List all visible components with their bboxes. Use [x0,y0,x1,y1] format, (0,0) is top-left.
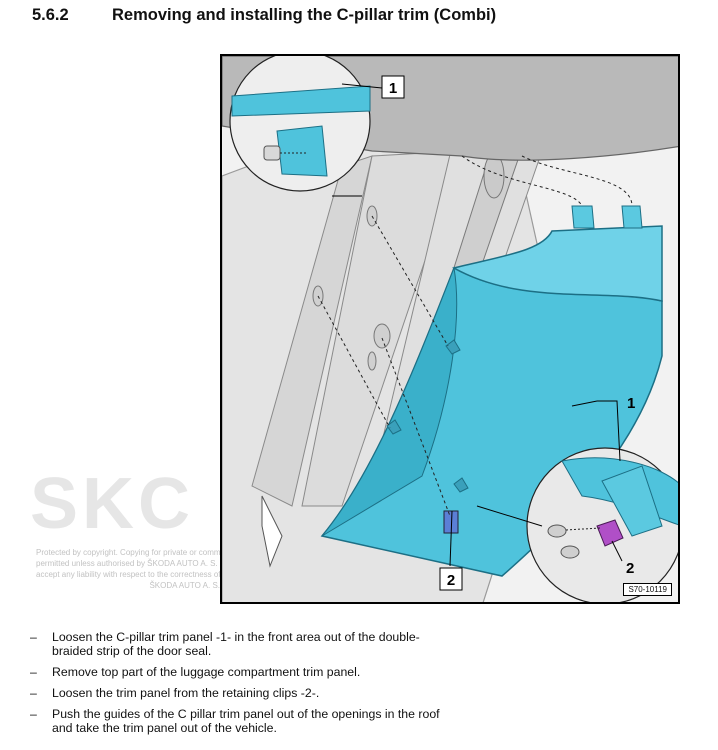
instruction-step: Loosen the C-pillar trim panel -1- in th… [30,630,450,658]
svg-text:SKC: SKC [30,468,194,538]
callout-1-right: 1 [627,395,635,412]
section-number: 5.6.2 [32,6,69,24]
svg-text:2: 2 [626,560,634,577]
copyright-line: ŠKODA AUTO A. S. [149,581,220,590]
copyright-line: accept any liability with respect to the… [36,570,220,579]
callout-1-top: 1 [381,75,405,99]
callout-2-bottom: 2 [439,567,463,591]
svg-text:1: 1 [627,395,635,412]
figure-code: S70-10119 [623,583,672,596]
instruction-step: Remove top part of the luggage compartme… [30,665,450,679]
watermark-logo: SKC [30,464,230,544]
section-heading: 5.6.2 Removing and installing the C-pilla… [32,6,496,25]
section-title: Removing and installing the C-pillar tri… [112,6,497,24]
callout-2-detail: 2 [626,560,634,577]
instruction-step: Loosen the trim panel from the retaining… [30,686,450,700]
illustration-figure: 1 1 2 2 S70-10119 [220,54,680,604]
instruction-list: Loosen the C-pillar trim panel -1- in th… [30,630,450,742]
svg-text:2: 2 [447,572,455,589]
copyright-line: Protected by copyright. Copying for priv… [36,548,220,557]
copyright-line: permitted unless authorised by ŠKODA AUT… [36,559,220,568]
c-pillar-illustration: 1 1 2 2 [222,56,678,602]
copyright-notice: Protected by copyright. Copying for priv… [36,547,220,591]
svg-text:1: 1 [389,80,397,97]
instruction-step: Push the guides of the C pillar trim pan… [30,707,450,735]
